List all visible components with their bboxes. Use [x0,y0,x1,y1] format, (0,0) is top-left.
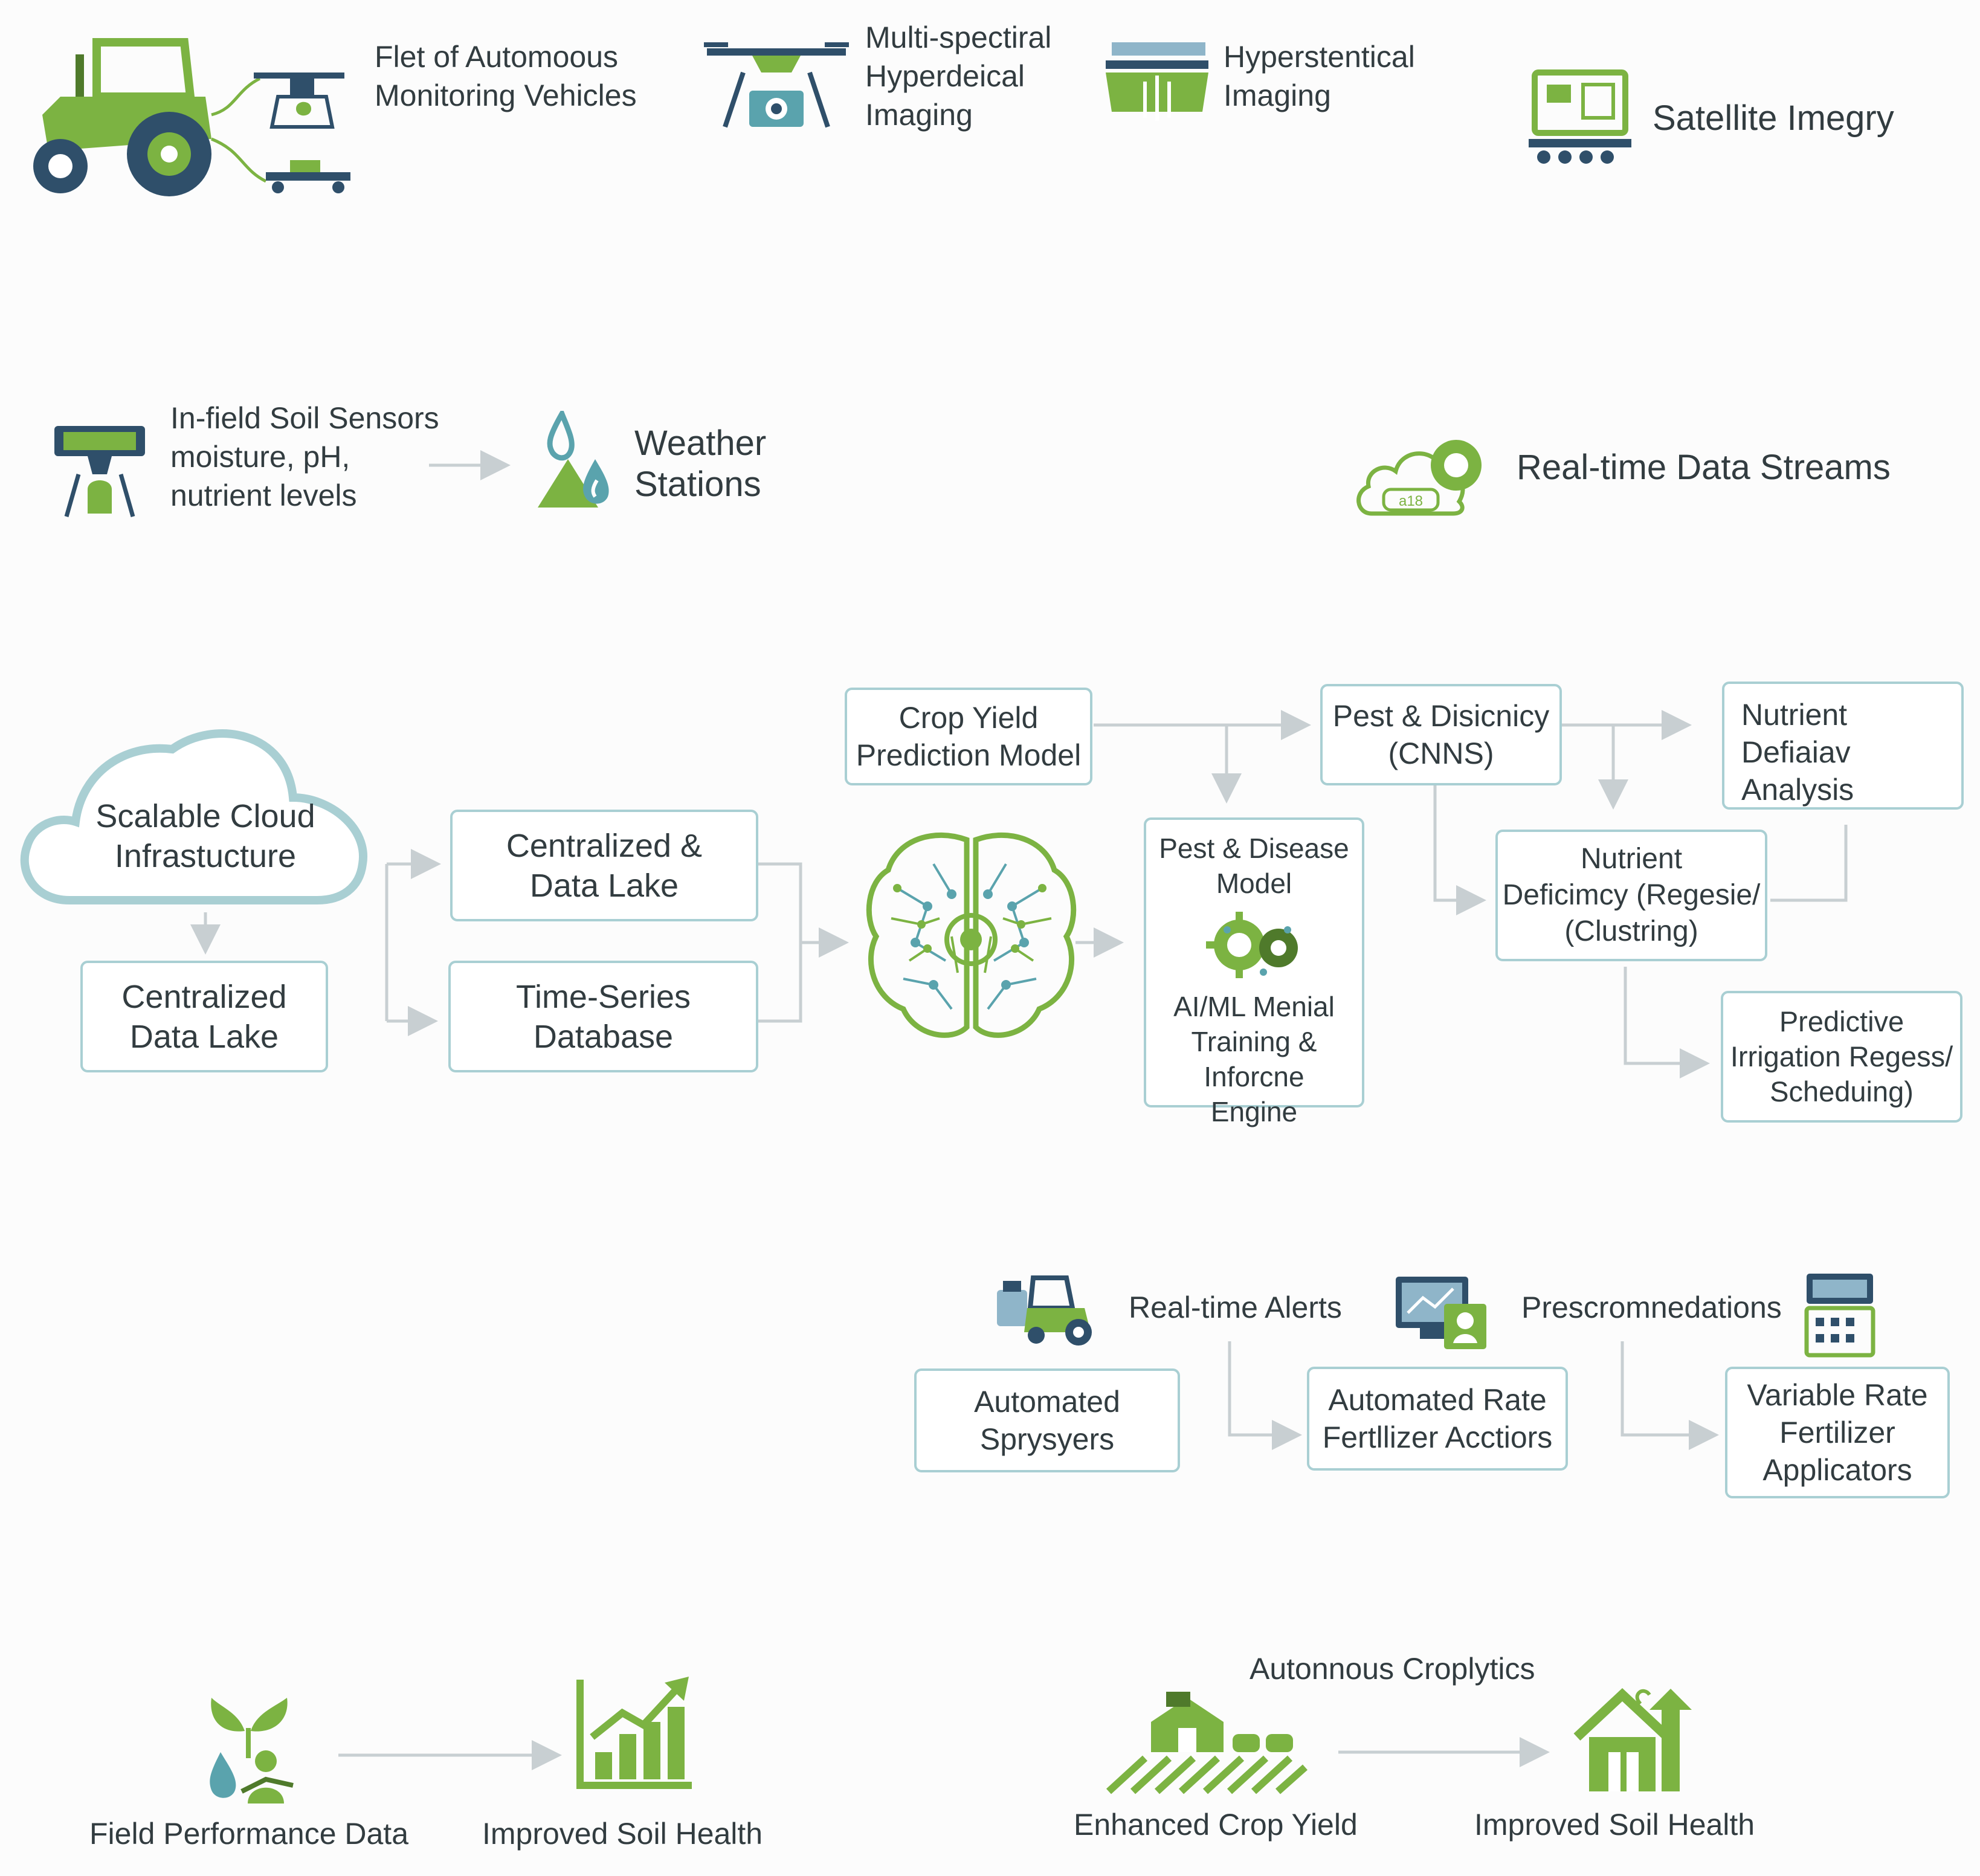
pest-disicnicy-cnn[interactable]: Pest & Disicnicy (CNNS) [1320,684,1562,785]
ai-brain-icon [866,832,1077,1038]
arrow-alerts-to-rate [1228,1341,1302,1450]
cloud-infra-label: Scalable Cloud Infrastucture [66,796,344,876]
applicators-line1: Variable Rate [1747,1378,1928,1412]
centralized-data-lake-mid[interactable]: Centralized & Data Lake [450,810,758,921]
soil-sensor-icon [54,426,145,517]
clustering-line1: Nutrient [1580,843,1683,875]
plant-water-icon [210,1698,294,1803]
crop-yield-prediction-model[interactable]: Crop Yield Prediction Model [845,688,1092,785]
house-growth-icon [1573,1688,1692,1791]
hyperspectral-line1: Hyperstentical [1224,40,1415,74]
weather-label: Weather Stations [634,423,766,505]
gears-icon [1205,912,1298,978]
applicators-line3: Applicators [1762,1453,1912,1487]
predictive-irrigation-scheduling[interactable]: Predictive Irrigation Regess/ Scheduing) [1721,991,1962,1123]
automated-sprayers[interactable]: Automated Sprysyers [914,1368,1180,1472]
improved-soil-health-left-label: Improved Soil Health [482,1817,763,1851]
clustering-line2: Deficimcy (Regesie/ [1502,879,1761,911]
pest-disease-line3: AI/ML Menial [1173,991,1335,1022]
multispectral-line1: Multi-spectiral [865,21,1052,54]
field-performance-label: Field Performance Data [89,1817,409,1851]
growth-chart-icon [576,1677,692,1789]
pest-disease-line4: Training & Inforcne [1191,1026,1317,1092]
weather-line1: Weather [634,424,767,463]
irrigation-line1: Predictive [1779,1005,1904,1037]
drone-camera-icon [704,42,849,128]
multispectral-line3: Imaging [865,98,973,132]
satellite-terminal-icon [1529,69,1631,164]
rate-actions-line1: Automated Rate [1328,1383,1547,1417]
centralized-data-lake-left[interactable]: Centralized Data Lake [80,961,328,1072]
cloud-shape [20,729,368,904]
irrigation-line3: Scheduing) [1770,1075,1914,1107]
soil-line3: nutrient levels [170,479,357,512]
monitor-alert-icon [1396,1277,1486,1349]
multispectral-line2: Hyperdeical [865,59,1025,93]
fleet-label: Flet of Automoous Monitoring Vehicles [375,37,637,115]
improved-soil-health-right-label: Improved Soil Health [1474,1808,1755,1842]
lake-left-line1: Centralized [121,978,287,1015]
crop-yield-line1: Crop Yield [898,701,1039,735]
arrow-recs-to-applicators [1620,1341,1719,1450]
tractor-drone-icon [33,38,350,196]
sprayer-vehicle-icon [997,1275,1092,1346]
cloud-line1: Scalable Cloud [95,798,315,834]
pest-disease-line1: Pest & Disease [1159,833,1349,864]
weather-drops-icon [538,411,609,508]
timeseries-line2: Database [533,1018,674,1055]
irrigation-line2: Irrigation Regess/ [1730,1040,1953,1072]
nutrient-analysis-line2: Analysis [1741,773,1854,807]
control-panel-icon [1804,1274,1875,1358]
rate-actions-line2: Fertllizer Acctiors [1322,1420,1553,1454]
lake-mid-line1: Centralized & [506,827,703,864]
variable-rate-fertilizer-applicators[interactable]: Variable Rate Fertilizer Applicators [1725,1367,1950,1498]
crop-yield-line2: Prediction Model [856,738,1082,772]
arrow-storage-to-brain [758,862,843,1023]
time-series-database[interactable]: Time-Series Database [448,961,758,1072]
satellite-label: Satellite Imegry [1653,98,1894,138]
soil-line1: In-field Soil Sensors [170,401,439,435]
lake-mid-line2: Data Lake [529,867,679,904]
nutrient-analysis-line1: Nutrient Defiaiav [1741,698,1851,769]
timeseries-line1: Time-Series [515,978,691,1015]
cloud-tag: a18 [1399,493,1423,509]
enhanced-crop-yield-label: Enhanced Crop Yield [1074,1808,1358,1842]
applicators-line2: Fertilizer [1779,1416,1895,1449]
hyperspectral-label: Hyperstentical Imaging [1224,37,1415,115]
hyperspectral-sensor-icon [1106,42,1208,121]
pest-disease-model[interactable]: Pest & Disease Model AI/ML Menial Traini… [1144,817,1364,1127]
soil-line2: moisture, pH, [170,440,350,474]
fleet-label-line2: Monitoring Vehicles [375,79,637,112]
pest-disease-line2: Model [1216,868,1292,899]
arrow-cluster-to-irrigation [1624,967,1710,1078]
sprayers-line1: Automated [974,1385,1120,1419]
sprayers-line2: Sprysyers [979,1422,1115,1456]
recommendations-label: Prescromnedations [1521,1291,1782,1324]
nutrient-deficiency-clustering[interactable]: Nutrient Deficimcy (Regesie/ (Clustring) [1495,830,1767,961]
autonomous-croplytics-title: Autonnous Croplytics [1250,1652,1535,1686]
fleet-label-line1: Flet of Automoous [375,40,619,74]
pest-cnn-line2: (CNNS) [1388,737,1494,770]
streams-label: Real-time Data Streams [1517,448,1891,487]
hyperspectral-line2: Imaging [1224,79,1331,112]
pest-disease-line5: Engine [1210,1096,1298,1127]
farm-field-icon [1106,1692,1308,1794]
weather-line2: Stations [634,465,761,504]
realtime-alerts-label: Real-time Alerts [1129,1291,1342,1324]
arrow-pestcnn-to-cluster [1433,785,1486,915]
pest-cnn-line1: Pest & Disicnicy [1332,699,1550,733]
lake-left-line2: Data Lake [129,1018,279,1055]
nutrient-deficiency-analysis[interactable]: Nutrient Defiaiav Analysis [1722,682,1964,810]
clustering-line3: (Clustring) [1564,915,1698,947]
cloud-stream-icon: a18 [1356,440,1482,516]
multispectral-label: Multi-spectiral Hyperdeical Imaging [865,18,1051,134]
arrow-to-lake-mid [385,864,435,1021]
line-nutrient-to-cluster [1770,825,1848,902]
soil-sensor-label: In-field Soil Sensors moisture, pH, nutr… [170,399,439,515]
cloud-line2: Infrastucture [114,838,297,874]
automated-rate-fertilizer-actions[interactable]: Automated Rate Fertllizer Acctiors [1307,1367,1568,1471]
